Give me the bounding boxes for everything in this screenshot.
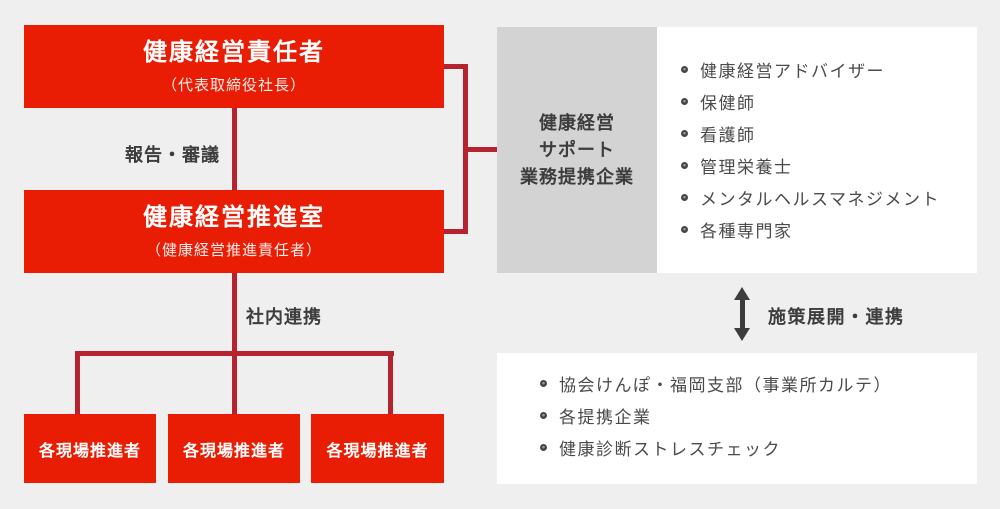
- list-item-label: 看護師: [700, 125, 756, 145]
- connector-site-left-stub: [75, 351, 80, 414]
- list-item-label: 管理栄養士: [700, 157, 793, 177]
- bullet-icon: [681, 97, 688, 105]
- connector-bracket-to-support: [468, 147, 497, 152]
- edge-label-policy-deployment: 施策展開・連携: [768, 307, 905, 327]
- connector-bracket-vertical: [463, 64, 468, 234]
- partner-roles-list: 健康経営アドバイザー 保健師 看護師 管理栄養士 メンタルヘルスマネジメント 各…: [657, 27, 977, 245]
- connector-site-right-stub: [388, 351, 393, 414]
- edge-label-internal: 社内連携: [246, 307, 322, 327]
- gray-box-line-2: サポート: [539, 139, 615, 160]
- list-item: 看護師: [681, 117, 977, 149]
- box-site-promoter-3: 各現場推進者: [311, 414, 444, 483]
- list-item: メンタルヘルスマネジメント: [681, 181, 977, 213]
- connector-top-to-mid: [232, 108, 237, 190]
- box-site-promoter-1: 各現場推進者: [24, 414, 156, 483]
- list-item: 管理栄養士: [681, 149, 977, 181]
- list-item-label: 保健師: [700, 93, 756, 113]
- panel-external-organizations: 協会けんぽ・福岡支部（事業所カルテ） 各提携企業 健康診断ストレスチェック: [497, 353, 977, 484]
- arrow-down-head: [734, 328, 750, 341]
- box-support-partner-companies: 健康経営 サポート 業務提携企業: [497, 27, 657, 273]
- bullet-icon: [540, 411, 547, 419]
- list-item-label: 健康診断ストレスチェック: [559, 439, 781, 459]
- list-item-label: メンタルヘルスマネジメント: [700, 189, 940, 209]
- bullet-icon: [681, 129, 688, 137]
- list-item-label: 各提携企業: [559, 407, 652, 427]
- box-subtitle: （代表取締役社長）: [161, 76, 306, 94]
- connector-bracket-top: [444, 64, 468, 69]
- box-title: 健康経営責任者: [143, 38, 325, 66]
- list-item: 各種専門家: [681, 213, 977, 245]
- gray-box-line-3: 業務提携企業: [520, 166, 634, 187]
- edge-label-report: 報告・審議: [125, 145, 220, 165]
- gray-box-line-1: 健康経営: [539, 112, 615, 133]
- bullet-icon: [681, 161, 688, 169]
- bullet-icon: [681, 65, 688, 73]
- external-organizations-list: 協会けんぽ・福岡支部（事業所カルテ） 各提携企業 健康診断ストレスチェック: [497, 353, 977, 463]
- double-arrow-icon: [734, 287, 750, 341]
- connector-mid-to-sites: [232, 273, 237, 414]
- list-item: 保健師: [681, 85, 977, 117]
- connector-bracket-bottom: [444, 229, 468, 234]
- box-site-promoter-2: 各現場推進者: [168, 414, 300, 483]
- bullet-icon: [681, 225, 688, 233]
- arrow-up-head: [734, 287, 750, 300]
- bullet-icon: [681, 193, 688, 201]
- list-item-label: 協会けんぽ・福岡支部（事業所カルテ）: [559, 375, 892, 395]
- connector-sites-horizontal: [75, 351, 394, 356]
- list-item: 各提携企業: [540, 399, 977, 431]
- arrow-stem: [739, 297, 745, 331]
- list-item-label: 各種専門家: [700, 221, 793, 241]
- panel-partner-roles: 健康経営アドバイザー 保健師 看護師 管理栄養士 メンタルヘルスマネジメント 各…: [657, 27, 977, 273]
- box-subtitle: （健康経営推進責任者）: [145, 241, 322, 259]
- list-item: 健康経営アドバイザー: [681, 53, 977, 85]
- box-health-management-officer: 健康経営責任者 （代表取締役社長）: [24, 25, 444, 108]
- box-health-promotion-office: 健康経営推進室 （健康経営推進責任者）: [24, 190, 444, 273]
- box-title: 健康経営推進室: [143, 203, 325, 231]
- list-item: 協会けんぽ・福岡支部（事業所カルテ）: [540, 367, 977, 399]
- list-item: 健康診断ストレスチェック: [540, 431, 977, 463]
- bullet-icon: [540, 443, 547, 451]
- bullet-icon: [540, 379, 547, 387]
- list-item-label: 健康経営アドバイザー: [700, 61, 885, 81]
